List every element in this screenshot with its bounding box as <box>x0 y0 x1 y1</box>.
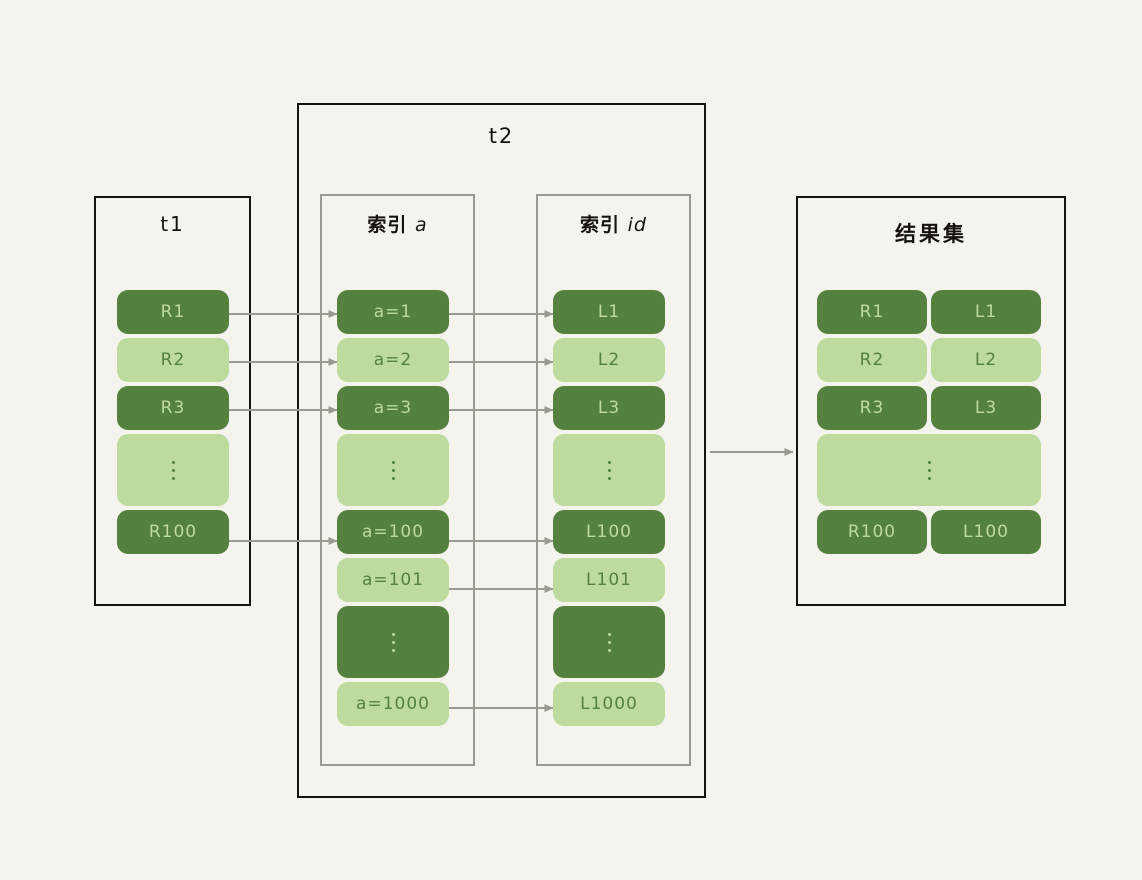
index-a-label-4: a=100 <box>361 522 425 542</box>
ellipsis-dots <box>171 460 175 480</box>
index-id-cell-3 <box>553 434 665 506</box>
index-id-label-5: L101 <box>586 570 632 590</box>
t1-label-2: R3 <box>160 398 186 418</box>
index-a-cell-0: a=1 <box>337 290 449 334</box>
result-label-2-right: L3 <box>974 398 998 418</box>
result-label-4-left: R100 <box>847 522 897 542</box>
index-id-label-4: L100 <box>586 522 632 542</box>
index-id-label-1: L2 <box>597 350 621 370</box>
index-a-cell-7: a=1000 <box>337 682 449 726</box>
index-box-a: 索引 a <box>320 194 475 766</box>
t1-cell-0: R1 <box>117 290 229 334</box>
result-cell-3-merged <box>817 434 1041 506</box>
index-a-cell-2: a=3 <box>337 386 449 430</box>
index-title-id-cn: 索引 <box>580 214 621 236</box>
t1-cell-1: R2 <box>117 338 229 382</box>
ellipsis-dots <box>391 460 395 480</box>
index-id-cell-7: L1000 <box>553 682 665 726</box>
t1-label-1: R2 <box>160 350 186 370</box>
index-a-label-2: a=3 <box>373 398 413 418</box>
index-id-cell-1: L2 <box>553 338 665 382</box>
t1-label-4: R100 <box>148 522 198 542</box>
index-title-a-cn: 索引 <box>367 214 408 236</box>
t1-cell-2: R3 <box>117 386 229 430</box>
result-cell-4-left: R100 <box>817 510 927 554</box>
result-cell-2-left: R3 <box>817 386 927 430</box>
result-label-1-left: R2 <box>859 350 885 370</box>
index-title-id: 索引 id <box>538 210 689 237</box>
index-a-cell-6 <box>337 606 449 678</box>
result-label-4-right: L100 <box>963 522 1009 542</box>
index-a-cell-3 <box>337 434 449 506</box>
index-id-label-2: L3 <box>597 398 621 418</box>
result-cell-2-right: L3 <box>931 386 1041 430</box>
t1-cell-4: R100 <box>117 510 229 554</box>
index-title-id-key: id <box>627 214 647 236</box>
ellipsis-dots <box>607 460 611 480</box>
table-box-t2: t2 <box>297 103 706 798</box>
ellipsis-dots <box>607 632 611 652</box>
table-box-result: 结果集 <box>796 196 1066 606</box>
result-label-0-right: L1 <box>974 302 998 322</box>
index-a-cell-1: a=2 <box>337 338 449 382</box>
index-a-label-5: a=101 <box>361 570 425 590</box>
result-label-0-left: R1 <box>859 302 885 322</box>
index-title-a-key: a <box>414 214 428 236</box>
index-a-label-1: a=2 <box>373 350 413 370</box>
result-cell-0-right: L1 <box>931 290 1041 334</box>
index-title-a: 索引 a <box>322 210 473 237</box>
index-a-cell-5: a=101 <box>337 558 449 602</box>
index-id-cell-2: L3 <box>553 386 665 430</box>
table-title-t2: t2 <box>488 124 515 148</box>
index-id-label-7: L1000 <box>580 694 638 714</box>
table-box-t1: t1 <box>94 196 251 606</box>
index-id-cell-4: L100 <box>553 510 665 554</box>
ellipsis-dots <box>391 632 395 652</box>
index-a-label-0: a=1 <box>373 302 413 322</box>
result-cell-1-right: L2 <box>931 338 1041 382</box>
index-a-cell-4: a=100 <box>337 510 449 554</box>
index-box-id: 索引 id <box>536 194 691 766</box>
index-id-cell-6 <box>553 606 665 678</box>
index-id-label-0: L1 <box>597 302 621 322</box>
result-label-1-right: L2 <box>974 350 998 370</box>
index-id-cell-0: L1 <box>553 290 665 334</box>
result-cell-4-right: L100 <box>931 510 1041 554</box>
index-a-label-7: a=1000 <box>356 694 430 714</box>
t1-cell-3 <box>117 434 229 506</box>
table-title-t1: t1 <box>160 212 185 236</box>
index-id-cell-5: L101 <box>553 558 665 602</box>
table-title-result: 结果集 <box>895 222 967 246</box>
result-cell-0-left: R1 <box>817 290 927 334</box>
t1-label-0: R1 <box>160 302 186 322</box>
result-cell-1-left: R2 <box>817 338 927 382</box>
result-label-2-left: R3 <box>859 398 885 418</box>
ellipsis-dots <box>927 460 931 480</box>
